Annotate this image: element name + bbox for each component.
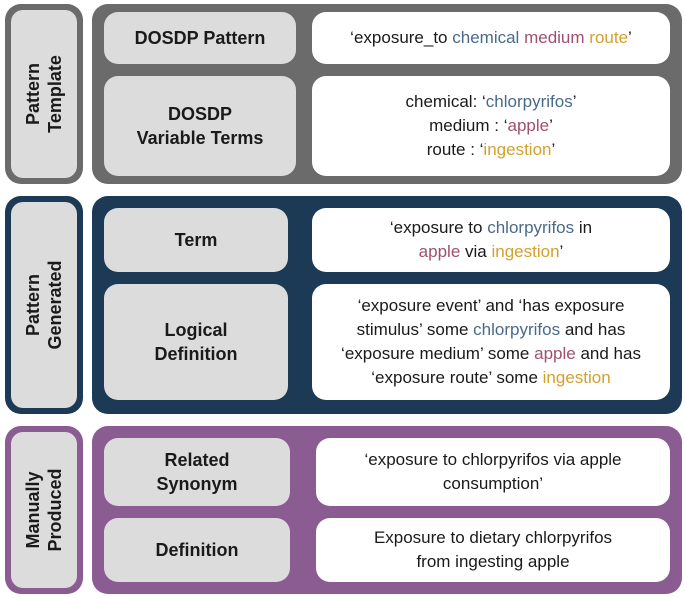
logical-definition-label: Logical Definition [104, 284, 288, 400]
label-line: Produced [45, 468, 65, 552]
chemical-value: chlorpyrifos [487, 218, 575, 237]
pill-text: DOSDP Pattern [134, 28, 266, 48]
dosdp-variable-terms-text: chemical: ‘chlorpyrifos’ medium : ‘apple… [312, 76, 670, 176]
text-fragment: and has [575, 344, 641, 363]
label-line: Manually [23, 471, 43, 549]
term-label: Term [104, 208, 288, 272]
text-fragment: ’ [551, 140, 556, 159]
logical-definition-row: Logical Definition ‘exposure event’ and … [104, 284, 670, 400]
definition-text: Exposure to dietary chlorpyrifos from in… [316, 518, 670, 582]
pattern-template-label: Pattern Template [22, 55, 66, 133]
text-fragment: chemical: ‘ [405, 92, 486, 111]
manually-produced-label: Manually Produced [22, 468, 66, 551]
dosdp-pattern-row: DOSDP Pattern ‘exposure_to chemical medi… [104, 12, 670, 64]
text-fragment: from ingesting apple [416, 552, 570, 571]
pill-text: Definition [155, 540, 239, 560]
text-fragment: consumption’ [442, 474, 544, 493]
pattern-generated-label: Pattern Generated [22, 260, 66, 349]
definition-row: Definition Exposure to dietary chlorpyri… [104, 518, 670, 582]
text-fragment: ‘exposure to [389, 218, 488, 237]
text-fragment: ‘exposure route’ some [371, 368, 543, 387]
text-fragment: stimulus’ some [356, 320, 474, 339]
medium-variable: medium [524, 28, 585, 47]
logical-definition-text: ‘exposure event’ and ‘has exposure stimu… [312, 284, 670, 400]
related-synonym-row: Related Synonym ‘exposure to chlorpyrifo… [104, 438, 670, 506]
text-fragment: ‘exposure event’ and ‘has exposure [357, 296, 625, 315]
route-value: ingestion [491, 242, 560, 261]
related-synonym-text: ‘exposure to chlorpyrifos via apple cons… [316, 438, 670, 506]
text-fragment: and has [560, 320, 626, 339]
route-value: ingestion [542, 368, 611, 387]
manually-produced-side-label: Manually Produced [5, 426, 83, 594]
dosdp-pattern-label: DOSDP Pattern [104, 12, 296, 64]
text-fragment: ‘exposure_to [350, 28, 453, 47]
text-fragment: in [574, 218, 593, 237]
dosdp-variable-terms-row: DOSDP Variable Terms chemical: ‘chlorpyr… [104, 76, 670, 176]
text-fragment: ’ [549, 116, 553, 135]
pill-text: Related [164, 450, 230, 470]
text-fragment: ‘exposure medium’ some [341, 344, 535, 363]
route-variable: route [589, 28, 629, 47]
text-fragment: medium : ‘ [429, 116, 508, 135]
pill-text: Logical [164, 320, 228, 340]
pattern-generated-panel: Term ‘exposure to chlorpyrifos in apple … [92, 196, 682, 414]
label-line: Generated [45, 260, 65, 350]
pattern-template-panel: DOSDP Pattern ‘exposure_to chemical medi… [92, 4, 682, 184]
pill-text: DOSDP [167, 104, 232, 124]
label-line: Template [45, 55, 65, 133]
pattern-template-side-label: Pattern Template [5, 4, 83, 184]
text-fragment: via [460, 242, 492, 261]
pill-text: Term [174, 230, 218, 250]
definition-label: Definition [104, 518, 290, 582]
dosdp-pattern-text: ‘exposure_to chemical medium route’ [312, 12, 670, 64]
text-fragment: ’ [559, 242, 564, 261]
pill-text: Variable Terms [136, 128, 264, 148]
related-synonym-label: Related Synonym [104, 438, 290, 506]
chemical-variable: chemical [452, 28, 520, 47]
label-line: Pattern [23, 273, 43, 337]
term-row: Term ‘exposure to chlorpyrifos in apple … [104, 208, 670, 272]
pill-text: Definition [154, 344, 238, 364]
text-fragment: ‘exposure to chlorpyrifos via apple [364, 450, 622, 469]
text-fragment: route : ‘ [426, 140, 484, 159]
pill-text: Synonym [156, 474, 238, 494]
pattern-generated-side-label: Pattern Generated [5, 196, 83, 414]
medium-value: apple [534, 344, 576, 363]
label-line: Pattern [23, 63, 43, 126]
route-value: ingestion [483, 140, 552, 159]
chemical-value: chlorpyrifos [485, 92, 573, 111]
manually-produced-panel: Related Synonym ‘exposure to chlorpyrifo… [92, 426, 682, 594]
chemical-value: chlorpyrifos [473, 320, 561, 339]
medium-value: apple [418, 242, 461, 261]
text-fragment: ’ [628, 28, 632, 47]
term-text: ‘exposure to chlorpyrifos in apple via i… [312, 208, 670, 272]
text-fragment: Exposure to dietary chlorpyrifos [373, 528, 613, 547]
text-fragment: ’ [572, 92, 577, 111]
medium-value: apple [507, 116, 550, 135]
dosdp-variable-terms-label: DOSDP Variable Terms [104, 76, 296, 176]
